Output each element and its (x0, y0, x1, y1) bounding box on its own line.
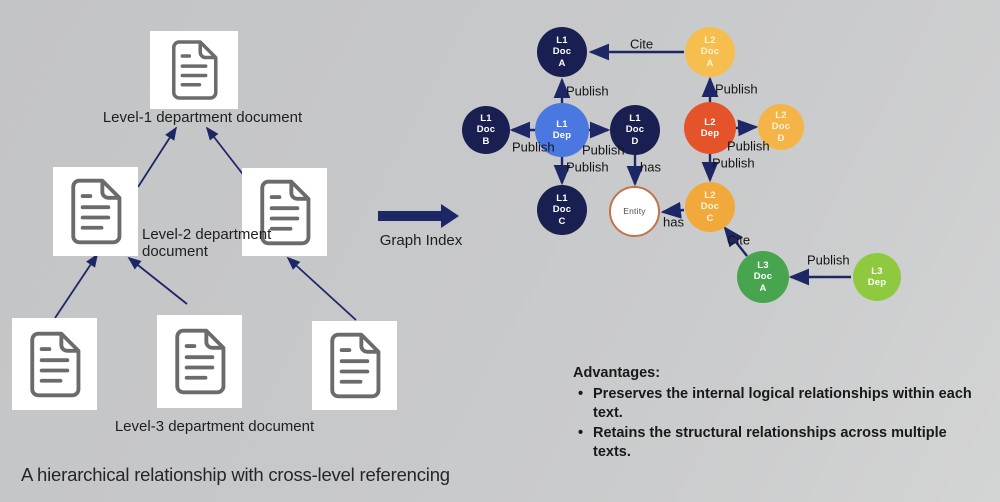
level2-label: Level-2 department document (142, 226, 272, 260)
edge-label-publish: Publish (807, 252, 850, 268)
graph-index-label: Graph Index (379, 232, 463, 249)
edge-label-publish: Publish (566, 159, 609, 175)
document-box (242, 168, 327, 256)
edge-label-has: has (640, 159, 661, 175)
advantage-text: Retains the structural relationships acr… (593, 424, 947, 461)
advantage-item: • Preserves the internal logical relation… (573, 385, 975, 424)
document-icon (172, 40, 218, 100)
advantage-text: Preserves the internal logical relations… (593, 385, 972, 422)
document-box (12, 318, 97, 410)
tree-arrow (286, 256, 357, 321)
edge-label-publish: Publish (715, 81, 758, 97)
document-box (312, 321, 397, 410)
caption: A hierarchical relationship with cross-l… (21, 464, 450, 485)
advantages-items: • Preserves the internal logical relation… (573, 385, 975, 463)
graph-index-arrow (378, 204, 459, 228)
document-icon (71, 178, 122, 245)
edge-label-publish: Publish (566, 83, 609, 99)
document-icon (260, 179, 311, 245)
document-box (157, 315, 242, 408)
document-box (150, 31, 238, 109)
level3-label: Level-3 department document (114, 418, 315, 435)
advantage-item: • Retains the structural relationships ac… (573, 424, 975, 463)
tree-arrow (127, 256, 188, 305)
edge-label-publish: Publish (512, 139, 555, 155)
tree-arrow (205, 126, 246, 178)
document-icon (30, 331, 81, 397)
advantages-block: Advantages: • Preserves the internal logi… (573, 364, 975, 463)
graph-edge-l2dep-l2docd (735, 119, 759, 137)
edge-label-cite: Cite (727, 232, 751, 248)
edge-label-cite: Cite (630, 36, 654, 52)
level1-label: Level-1 department document (102, 109, 303, 126)
graph-node-entity: Entity (609, 186, 660, 237)
tree-arrow (54, 253, 98, 319)
document-icon (330, 332, 381, 399)
edge-label-publish: Publish (727, 138, 770, 154)
bullet-icon: • (578, 424, 584, 441)
tree-arrow (137, 126, 177, 188)
advantages-title: Advantages: (573, 365, 661, 381)
document-icon (175, 328, 226, 395)
edge-label-has: has (663, 214, 684, 230)
edge-label-publish: Publish (712, 155, 755, 171)
graph-edge-l3doca-l2docc (723, 226, 748, 257)
document-box (53, 167, 138, 256)
graph-edge-l2docc-entity (660, 201, 685, 219)
edge-label-publish: Publish (582, 142, 625, 158)
bullet-icon: • (578, 385, 584, 402)
